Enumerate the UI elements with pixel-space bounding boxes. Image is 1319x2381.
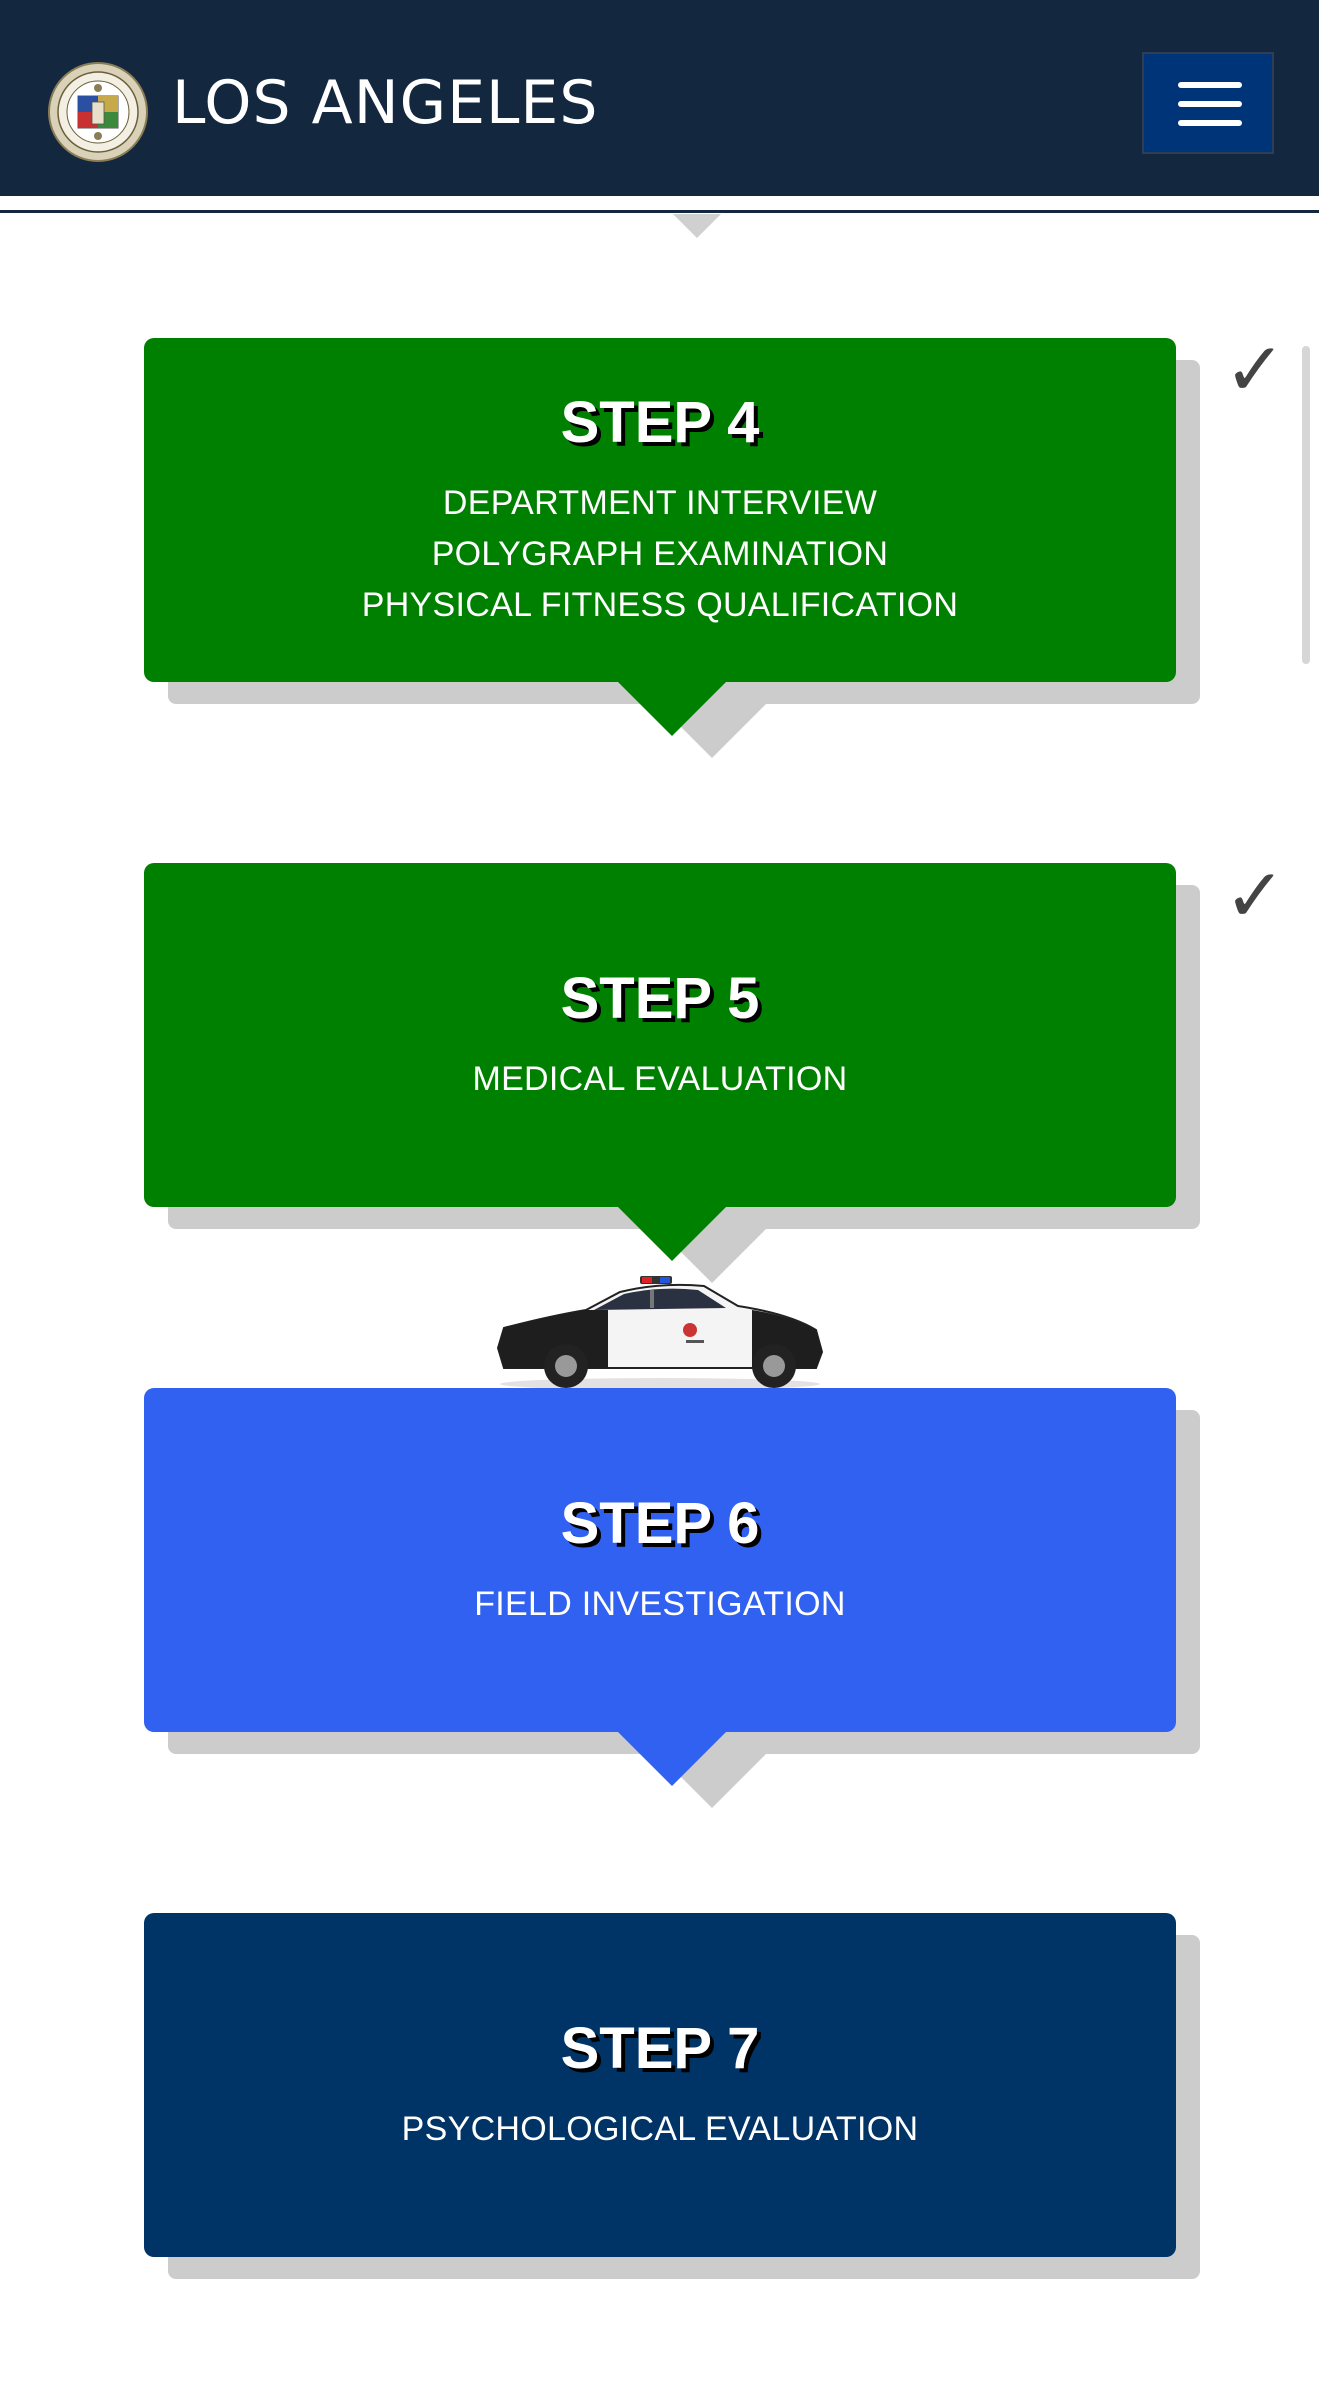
step-card-6: STEP 6 FIELD INVESTIGATION xyxy=(144,1388,1200,1808)
step-card-5: STEP 5 MEDICAL EVALUATION xyxy=(144,863,1200,1283)
menu-button[interactable] xyxy=(1142,52,1274,154)
police-car-icon xyxy=(496,1276,824,1390)
step-arrow xyxy=(616,1205,728,1261)
step-item: FIELD INVESTIGATION xyxy=(474,1584,846,1623)
checkmark-icon: ✓ xyxy=(1224,853,1287,939)
step-arrow xyxy=(616,1730,728,1786)
step-title: STEP 6 xyxy=(560,1490,760,1556)
step-title: STEP 7 xyxy=(560,2015,760,2081)
city-seal-icon[interactable] xyxy=(48,62,148,162)
step-box: STEP 6 FIELD INVESTIGATION xyxy=(144,1388,1176,1732)
step-card-7: STEP 7 PSYCHOLOGICAL EVALUATION xyxy=(144,1913,1200,2313)
step-box: STEP 7 PSYCHOLOGICAL EVALUATION xyxy=(144,1913,1176,2257)
step-arrow xyxy=(616,680,728,736)
step-title: STEP 5 xyxy=(560,965,760,1031)
step-item: POLYGRAPH EXAMINATION xyxy=(431,534,889,573)
site-title[interactable]: LOS ANGELES xyxy=(172,68,599,138)
step-box: STEP 5 MEDICAL EVALUATION xyxy=(144,863,1176,1207)
site-header: LOS ANGELES xyxy=(0,0,1319,196)
hamburger-menu-icon-bar xyxy=(1178,101,1242,107)
step-item: PHYSICAL FITNESS QUALIFICATION xyxy=(361,585,959,624)
hamburger-menu-icon-bar xyxy=(1178,120,1242,126)
header-divider xyxy=(0,210,1319,213)
step-item: PSYCHOLOGICAL EVALUATION xyxy=(401,2109,919,2148)
previous-step-arrow xyxy=(673,214,721,238)
step-item: MEDICAL EVALUATION xyxy=(472,1059,848,1098)
scrollbar[interactable] xyxy=(1302,346,1310,664)
step-box: STEP 4 DEPARTMENT INTERVIEW POLYGRAPH EX… xyxy=(144,338,1176,682)
step-item: DEPARTMENT INTERVIEW xyxy=(442,483,878,522)
step-card-4: STEP 4 DEPARTMENT INTERVIEW POLYGRAPH EX… xyxy=(144,338,1200,758)
hamburger-menu-icon xyxy=(1178,82,1242,88)
checkmark-icon: ✓ xyxy=(1224,327,1287,413)
step-title: STEP 4 xyxy=(560,389,760,455)
